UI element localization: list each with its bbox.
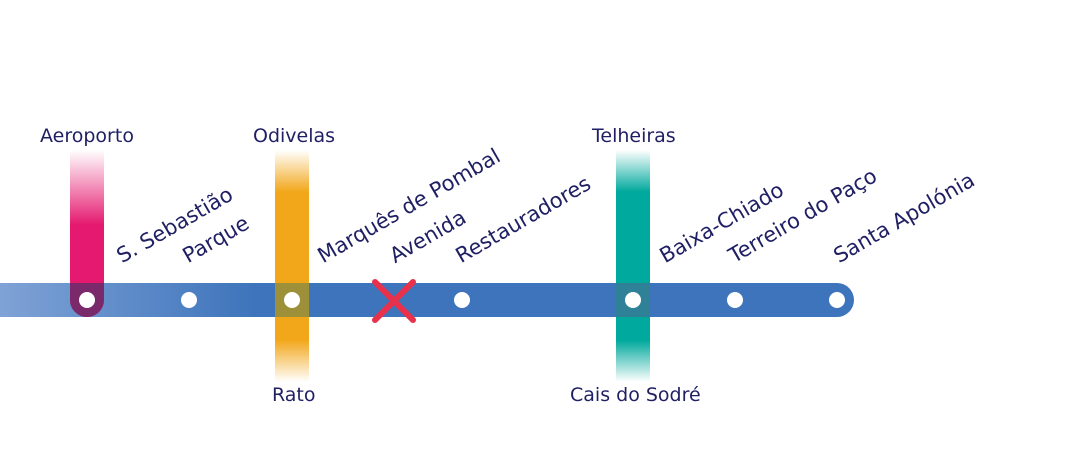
label-aeroporto: Aeroporto: [40, 125, 134, 147]
yellow-line: [275, 150, 309, 382]
label-telheiras: Telheiras: [592, 125, 676, 147]
x-closed-icon: [372, 279, 416, 323]
station-dot-santa-apolonia: [829, 292, 845, 308]
label-cais-do-sodre: Cais do Sodré: [570, 384, 701, 406]
label-rato: Rato: [272, 384, 316, 406]
station-dot-marques-de-pombal: [284, 292, 300, 308]
station-dot-s-sebastiao: [181, 292, 197, 308]
station-dot-terreiro-do-paco: [727, 292, 743, 308]
station-dot-restauradores: [454, 292, 470, 308]
blue-line: [0, 283, 854, 317]
station-dot-aeroporto: [79, 292, 95, 308]
green-line: [616, 150, 650, 382]
station-dot-baixa-chiado: [625, 292, 641, 308]
red-line: [70, 150, 104, 317]
label-odivelas: Odivelas: [253, 125, 336, 147]
